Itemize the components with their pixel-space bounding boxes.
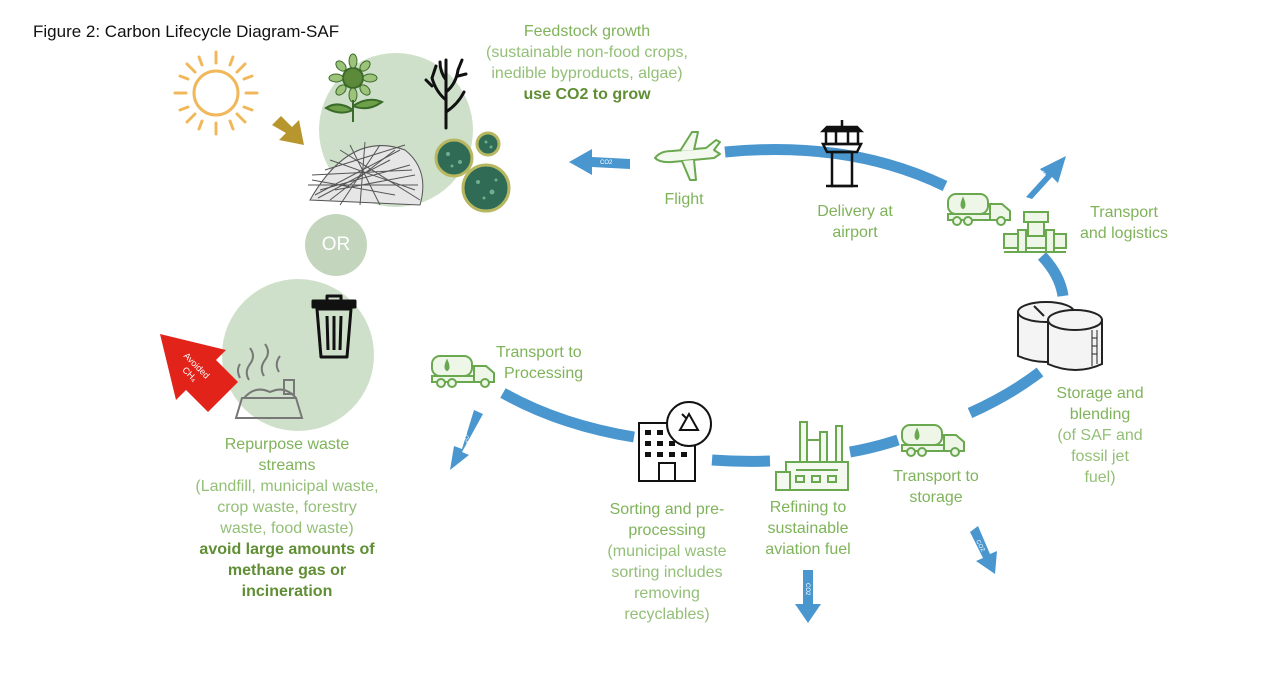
stage-refining-2: sustainable — [767, 520, 849, 537]
fuel-truck-icon-storage — [901, 424, 965, 457]
stage-refining: Refining to sustainable aviation fuel — [748, 497, 868, 560]
fuel-truck-icon-airport — [947, 193, 1011, 226]
stage-transport-logistics-1: Transport — [1090, 204, 1158, 221]
stage-storage: Storage and blending (of SAF and fossil … — [1040, 383, 1160, 488]
stage-sorting-3: (municipal waste — [607, 543, 727, 560]
stage-transport-storage-1: Transport to — [893, 468, 979, 485]
co2-arrow-storage: CO2 — [970, 526, 997, 574]
stage-storage-1: Storage and — [1056, 385, 1144, 402]
stage-sorting-4: sorting includes — [611, 564, 723, 581]
stage-transport-storage-2: storage — [909, 489, 963, 506]
pipe-valve-icon — [1003, 211, 1067, 253]
svg-text:CO2: CO2 — [460, 431, 470, 445]
landfill-icon — [234, 343, 304, 419]
stage-sorting-5: removing — [634, 585, 700, 602]
figure-title: Figure 2: Carbon Lifecycle Diagram-SAF — [33, 22, 340, 41]
waste-desc-1: (Landfill, municipal waste, — [195, 478, 379, 495]
arc-transport-refining — [849, 434, 900, 458]
fuel-truck-icon-processing — [431, 355, 495, 388]
svg-text:CO2: CO2 — [804, 583, 810, 596]
or-label: OR — [305, 214, 367, 276]
stage-delivery-1: Delivery at — [817, 203, 893, 220]
waste-circle — [222, 279, 374, 431]
airplane-icon — [654, 131, 721, 181]
storage-tanks-icon — [1017, 301, 1103, 371]
waste-note-3: incineration — [241, 583, 333, 600]
recycling-building-icon — [638, 401, 712, 482]
co2-arrow-flight: CO2 — [569, 149, 630, 175]
stage-storage-2: blending — [1069, 406, 1131, 423]
sun-icon — [173, 50, 259, 136]
co2-arrow-logistics: CO2 — [1026, 156, 1066, 199]
seaweed-icon — [424, 58, 468, 130]
stage-sorting: Sorting and pre- processing (municipal w… — [592, 499, 742, 625]
algae-cells-icon — [434, 131, 511, 213]
waste-note-2: methane gas or — [227, 562, 347, 579]
feedstock-label: Feedstock growth (sustainable non-food c… — [462, 21, 712, 105]
stage-delivery-2: airport — [832, 224, 878, 241]
avoided-ch4-arrow: Avoided CH₄ — [160, 334, 238, 412]
stage-storage-4: fossil jet — [1071, 448, 1129, 465]
co2-emission-arrows: CO2 CO2 CO2 CO2 CO2 — [450, 149, 1066, 623]
stage-storage-5: fuel) — [1084, 469, 1116, 486]
cycle-arrows — [500, 144, 1069, 467]
feedstock-desc-2: inedible byproducts, algae) — [491, 65, 683, 82]
stage-refining-1: Refining to — [769, 499, 847, 516]
stage-transport-processing-2: Processing — [504, 365, 584, 382]
refinery-icon — [775, 421, 849, 491]
trash-can-icon — [311, 294, 357, 359]
stage-transport-processing: Transport to Processing — [496, 342, 606, 384]
stage-transport-processing-1: Transport to — [496, 344, 582, 361]
stage-transport-logistics: Transport and logistics — [1066, 202, 1182, 244]
co2-arrow-processing: CO2 — [450, 410, 483, 470]
arc-logistics-storage — [1037, 252, 1069, 297]
arc-storage-transport — [967, 367, 1044, 419]
feedstock-desc-1: (sustainable non-food crops, — [486, 44, 688, 61]
stage-sorting-2: processing — [628, 522, 706, 539]
feedstock-note: use CO2 to grow — [523, 86, 651, 103]
svg-text:CO2: CO2 — [974, 539, 985, 553]
straw-pile-icon — [308, 141, 424, 206]
stage-storage-3: (of SAF and — [1057, 427, 1143, 444]
control-tower-icon — [819, 120, 865, 188]
stage-transport-storage: Transport to storage — [877, 466, 995, 508]
svg-text:CO2: CO2 — [600, 160, 613, 166]
co2-arrow-refining: CO2 — [795, 570, 821, 623]
stage-sorting-1: Sorting and pre- — [609, 501, 725, 518]
arc-refining-sorting — [711, 454, 771, 467]
sunlight-arrow — [272, 116, 304, 145]
waste-title-2: streams — [258, 457, 316, 474]
arc-sorting-transport — [500, 388, 635, 443]
stage-transport-logistics-2: and logistics — [1079, 225, 1169, 242]
stage-refining-3: aviation fuel — [765, 541, 851, 558]
waste-title-1: Repurpose waste — [224, 436, 350, 453]
waste-desc-2: crop waste, forestry — [217, 499, 357, 516]
waste-label: Repurpose waste streams (Landfill, munic… — [172, 434, 402, 602]
stage-delivery: Delivery at airport — [795, 201, 915, 243]
waste-desc-3: waste, food waste) — [220, 520, 354, 537]
stage-sorting-6: recyclables) — [624, 606, 710, 623]
feedstock-title: Feedstock growth — [523, 23, 651, 40]
stage-flight: Flight — [664, 191, 704, 208]
waste-note-1: avoid large amounts of — [199, 541, 375, 558]
arc-flight-delivery — [724, 144, 948, 191]
sunflower-icon — [324, 53, 385, 122]
